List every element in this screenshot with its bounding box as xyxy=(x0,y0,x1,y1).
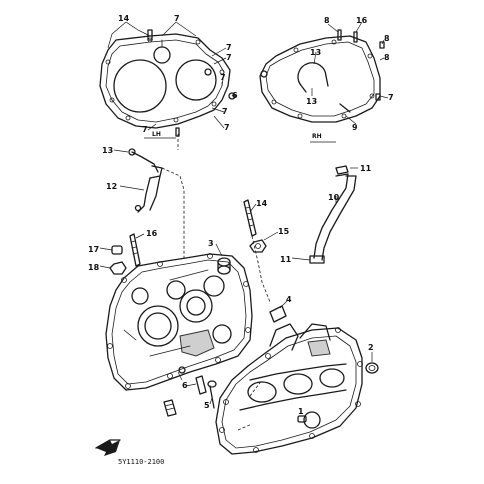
callout-15: 15 xyxy=(278,227,290,236)
drawing-code: 5Y1110-2100 xyxy=(118,458,164,466)
clamp-bracket xyxy=(113,148,185,260)
callout-9: 9 xyxy=(352,123,358,132)
callout-1: 1 xyxy=(298,407,304,416)
callout-3: 3 xyxy=(208,239,214,248)
callout-14a: 14 xyxy=(118,14,130,23)
callout-11b: 11 xyxy=(280,255,292,264)
nut-15 xyxy=(249,231,279,253)
crankcase-right xyxy=(215,323,363,455)
callouts: 14 7 7 7 7 6 7 7 7 LH 8 16 8 8 13 13 7 9… xyxy=(88,14,394,466)
bolt-5 xyxy=(207,380,217,409)
callout-7f: 7 xyxy=(224,123,230,132)
nut-18 xyxy=(99,261,127,275)
dowel-3 xyxy=(215,243,231,275)
callout-7a: 7 xyxy=(174,14,180,23)
callout-7-rh: 7 xyxy=(388,93,394,102)
gasket-right-leaders xyxy=(310,21,389,143)
callout-7g: 7 xyxy=(142,125,148,134)
dowel-17 xyxy=(99,245,123,255)
oil-seal-2 xyxy=(365,352,379,374)
crankcase-left xyxy=(105,253,253,391)
callout-12: 12 xyxy=(106,182,117,191)
callout-13b: 13 xyxy=(306,97,317,106)
callout-2: 2 xyxy=(368,343,374,352)
breather-hose xyxy=(291,165,358,264)
callout-13a: 13 xyxy=(310,48,321,57)
callout-13c: 13 xyxy=(102,146,113,155)
callout-16a: 16 xyxy=(356,16,368,25)
gasket-left xyxy=(99,29,236,150)
callout-10: 10 xyxy=(328,193,340,202)
plug-bolt xyxy=(163,399,177,417)
callout-8b: 8 xyxy=(384,34,390,43)
callout-7d: 7 xyxy=(220,73,226,82)
callout-14b: 14 xyxy=(256,199,268,208)
callout-8a: 8 xyxy=(324,16,330,25)
callout-7c: 7 xyxy=(226,53,232,62)
stud-bolt xyxy=(243,199,271,303)
bolt-6 xyxy=(185,375,207,395)
callout-5: 5 xyxy=(204,401,210,410)
callout-18: 18 xyxy=(88,263,100,272)
dowel-4 xyxy=(269,299,289,323)
side-label-rh: RH xyxy=(312,133,322,140)
side-label-lh: LH xyxy=(152,131,161,138)
callout-17: 17 xyxy=(88,245,99,254)
callout-11a: 11 xyxy=(360,164,372,173)
callout-4: 4 xyxy=(286,295,292,304)
callout-16b: 16 xyxy=(146,229,158,238)
dowel-1 xyxy=(297,415,307,423)
callout-8c: 8 xyxy=(384,53,390,62)
callout-7b: 7 xyxy=(226,43,232,52)
gasket-right xyxy=(259,29,385,123)
stud-16 xyxy=(129,233,145,267)
callout-6: 6 xyxy=(182,381,188,390)
callout-6-top: 6 xyxy=(232,91,238,100)
gasket-left-leaders xyxy=(107,21,235,139)
front-arrow-icon xyxy=(95,439,121,456)
callout-7e: 7 xyxy=(222,107,228,116)
